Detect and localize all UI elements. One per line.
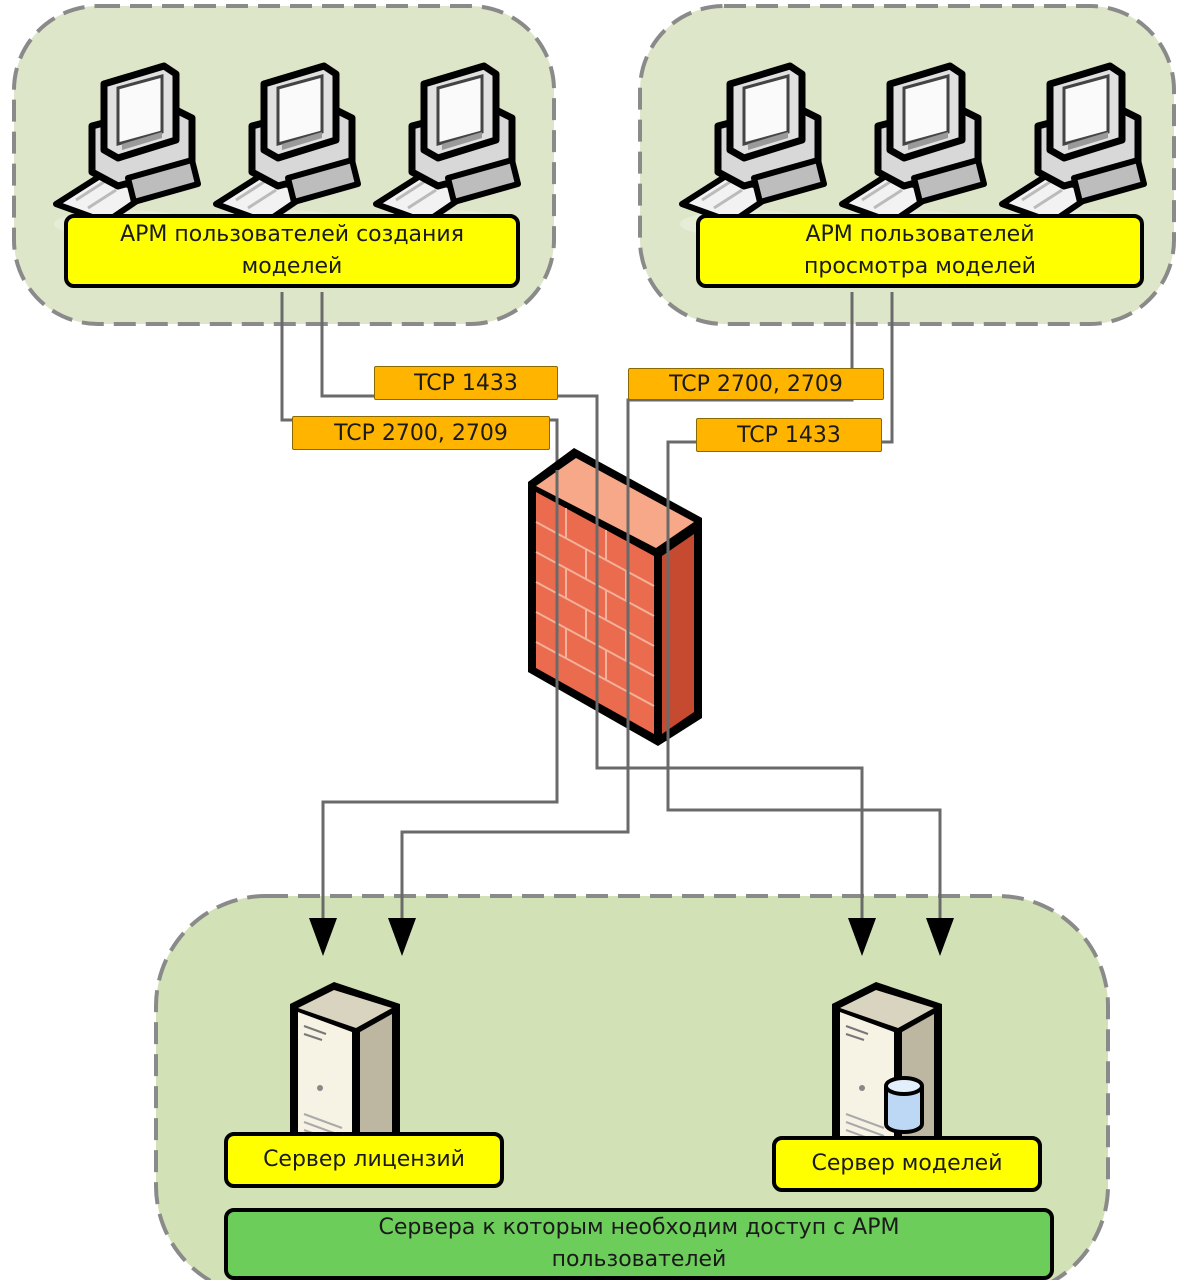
label-create-users-text: АРМ пользователей создания моделей	[120, 222, 464, 279]
label-license-server: Сервер лицензий	[224, 1132, 504, 1188]
port-label-text: TCP 2700, 2709	[334, 420, 508, 446]
port-label-text: TCP 1433	[737, 422, 841, 448]
firewall-icon	[528, 448, 702, 746]
port-label-text: TCP 2700, 2709	[669, 371, 843, 397]
label-models-server-text: Сервер моделей	[811, 1151, 1003, 1176]
label-create-users: АРМ пользователей создания моделей	[64, 214, 520, 288]
database-icon	[884, 1076, 924, 1134]
port-label: TCP 1433	[374, 366, 558, 400]
label-view-users-text: АРМ пользователей просмотра моделей	[804, 222, 1036, 279]
label-view-users: АРМ пользователей просмотра моделей	[696, 214, 1144, 288]
port-label: TCP 2700, 2709	[628, 368, 884, 400]
port-label: TCP 2700, 2709	[292, 416, 550, 450]
label-servers-group: Сервера к которым необходим доступ с АРМ…	[224, 1208, 1054, 1280]
port-label-text: TCP 1433	[414, 370, 518, 396]
label-models-server: Сервер моделей	[772, 1136, 1042, 1192]
port-label: TCP 1433	[696, 418, 882, 452]
label-servers-group-text: Сервера к которым необходим доступ с АРМ…	[378, 1215, 900, 1272]
label-license-server-text: Сервер лицензий	[263, 1147, 465, 1172]
